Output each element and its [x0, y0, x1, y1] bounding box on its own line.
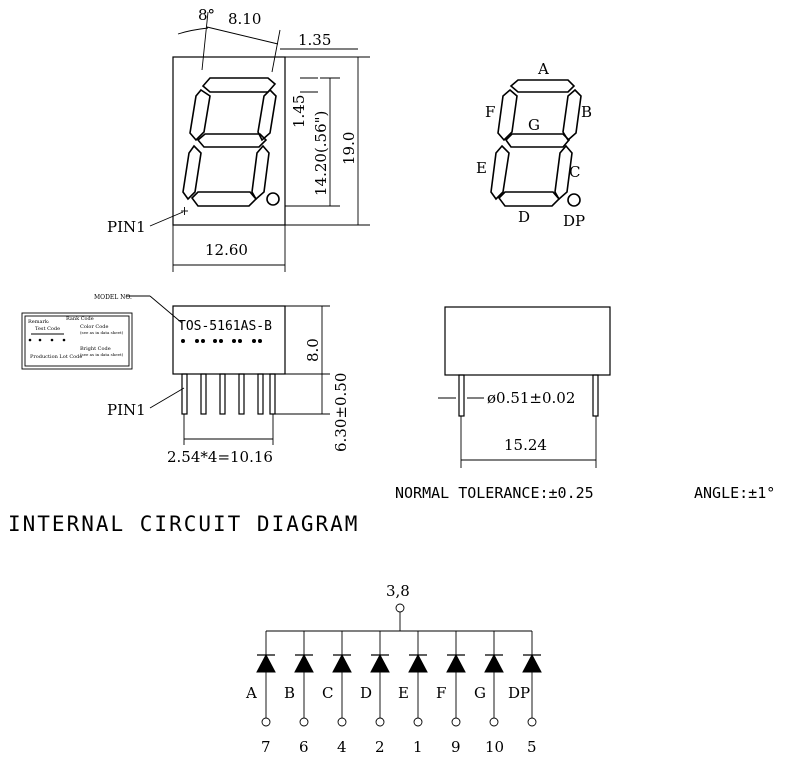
seg-label-b: B [581, 103, 592, 121]
pin-label-e: 1 [413, 738, 423, 756]
diode-b: B6 [284, 631, 314, 756]
dim-row-spacing: 15.24 [504, 436, 547, 454]
dim-side-height: 8.0 [304, 338, 322, 362]
model-no-label: MODEL NO. [94, 294, 132, 301]
label-test-code: Test Code [35, 326, 60, 332]
segment-label-f: F [436, 684, 446, 702]
label-color-note: (see as in data sheet) [80, 330, 124, 335]
front-view: PIN1 8° 8.10 1.35 1.45 14.20(.56") 19.0 … [107, 6, 370, 272]
dim-digit-height: 14.20(.56") [312, 111, 330, 196]
dim-digit-width-top: 8.10 [228, 10, 261, 28]
label-remark: Remark: [28, 319, 50, 325]
dim-pin-diameter: ø0.51±0.02 [487, 389, 575, 407]
segment-diagram: A B C D E F G DP [476, 60, 592, 230]
side-view: TOS-5161AS-B MODEL NO. PIN1 2.54*4=10.16… [94, 294, 350, 466]
circuit-title: INTERNAL CIRCUIT DIAGRAM [8, 512, 359, 536]
label-bright-code: Bright Code [80, 346, 111, 352]
segment-label-e: E [398, 684, 409, 702]
dim-pin-length: 6.30±0.50 [332, 373, 350, 452]
dim-segment-width: 1.45 [290, 95, 308, 128]
front-body [172, 56, 286, 226]
label-bright-note: (see as in data sheet) [80, 352, 124, 357]
pin-label-g: 10 [485, 738, 504, 756]
segment-label-c: C [322, 684, 333, 702]
dim-body-height: 19.0 [340, 132, 358, 165]
pin-label-c: 4 [337, 738, 347, 756]
part-number: TOS-5161AS-B [178, 319, 272, 334]
front-digit-outline [182, 77, 280, 207]
pin-label-b: 6 [299, 738, 309, 756]
label-production-lot: Production Lot Code [30, 354, 82, 360]
seg-label-a: A [537, 60, 549, 78]
dim-tilt: 8° [198, 6, 215, 24]
segment-label-a: A [245, 684, 257, 702]
tolerance-angle: ANGLE:±1° [694, 484, 775, 502]
end-view: ø0.51±0.02 15.24 [438, 306, 611, 468]
pin-label-f: 9 [451, 738, 461, 756]
diode-d: D2 [360, 631, 390, 756]
diode-f: F9 [436, 631, 466, 756]
segment-label-d: D [360, 684, 372, 702]
label-rank-code: Rank Code [66, 316, 94, 322]
diode-g: G 10 [474, 631, 504, 756]
diode-c: C4 [322, 631, 352, 756]
seg-label-g: G [528, 116, 540, 134]
diode-dp: DP 5 [508, 631, 542, 756]
dim-pin-pitch: 2.54*4=10.16 [167, 448, 273, 466]
pin1-front-label: PIN1 [107, 218, 146, 236]
dim-dp-offset: 1.35 [298, 31, 331, 49]
pin-label-dp: 5 [527, 738, 537, 756]
seg-label-f: F [485, 103, 495, 121]
seg-label-d: D [518, 208, 530, 226]
diode-e: E1 [398, 631, 428, 756]
segment-label-dp: DP [508, 684, 530, 702]
pin1-side-label: PIN1 [107, 401, 146, 419]
tolerance-normal: NORMAL TOLERANCE:±0.25 [395, 484, 594, 502]
diode-a: A7 [245, 631, 276, 756]
label-color-code: Color Code [80, 324, 108, 330]
pin-label-d: 2 [375, 738, 385, 756]
seg-label-dp: DP [563, 212, 585, 230]
segment-label-g: G [474, 684, 486, 702]
segment-label-b: B [284, 684, 295, 702]
seg-label-e: E [476, 159, 487, 177]
seg-label-c: C [569, 163, 580, 181]
dim-body-width: 12.60 [205, 241, 248, 259]
common-pin-label: 3,8 [386, 582, 410, 600]
label-detail: Remark: Test Code Rank Code Color Code (… [21, 312, 133, 370]
pin-label-a: 7 [261, 738, 271, 756]
